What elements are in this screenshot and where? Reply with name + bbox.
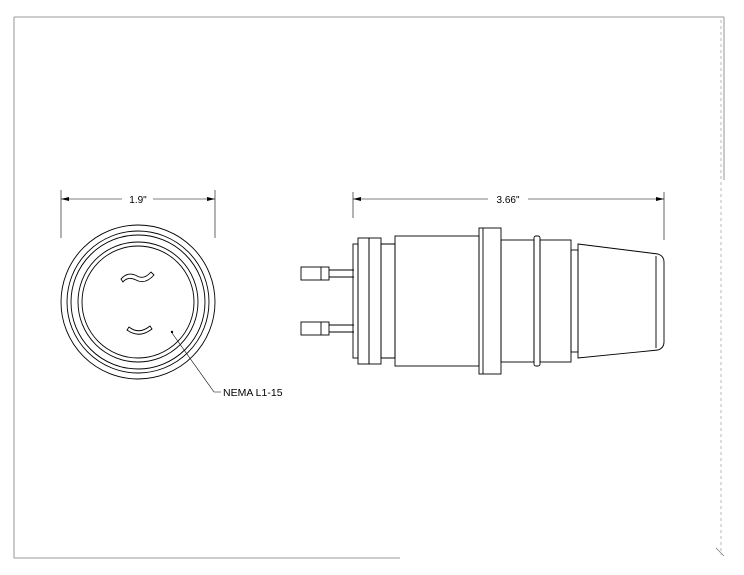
cable-boot: [577, 243, 665, 359]
sheet-frame: [13, 16, 725, 559]
bottom-slot: [126, 325, 153, 335]
top-slot: [120, 271, 155, 283]
length-dimension: 3.66": [352, 192, 665, 240]
side-view: 3.66": [300, 192, 665, 375]
bottom-pin: [300, 321, 354, 336]
connector-type-callout: NEMA L1-15: [223, 387, 283, 399]
length-dimension-label: 3.66": [496, 195, 519, 206]
width-dimension: 1.9": [60, 190, 216, 238]
width-dimension-label: 1.9": [129, 195, 147, 206]
front-view: 1.9" NEMA L1-15: [60, 190, 283, 399]
top-pin: [300, 266, 354, 281]
